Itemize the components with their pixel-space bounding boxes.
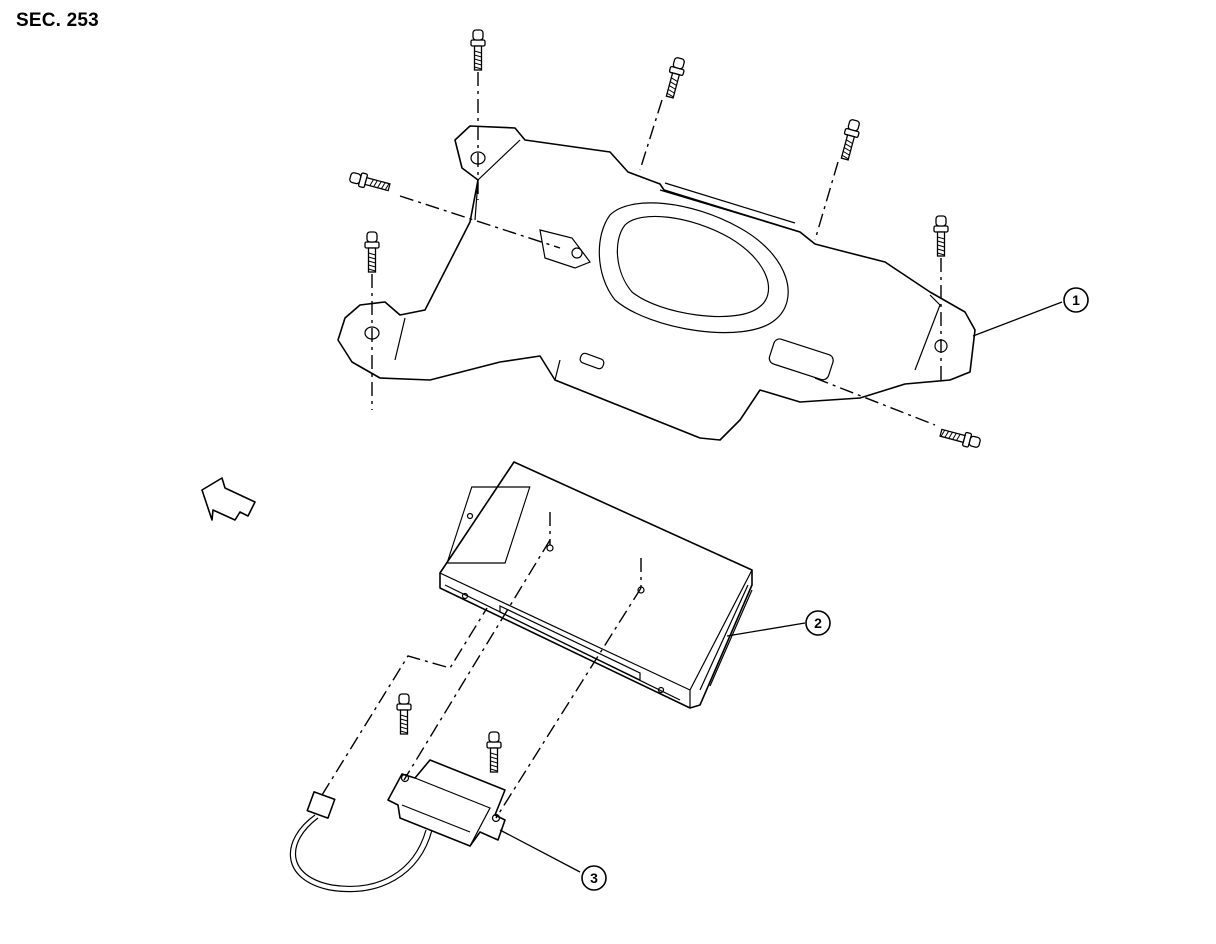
bracket-guide-lines [371,72,942,426]
callout-leaders [499,301,1063,873]
unit-part-2 [439,461,753,709]
callout-2-label: 2 [814,615,822,631]
front-direction-arrow-icon [201,477,256,521]
module-part-3 [289,759,506,893]
callout-3: 3 [581,865,607,891]
bracket-part-1 [337,125,976,441]
unit-guide-lines [321,512,642,819]
callout-1-label: 1 [1072,292,1080,308]
section-label: SEC. 253 [16,10,99,31]
callout-1: 1 [1063,287,1089,313]
callout-3-label: 3 [590,870,598,886]
callout-2: 2 [805,610,831,636]
